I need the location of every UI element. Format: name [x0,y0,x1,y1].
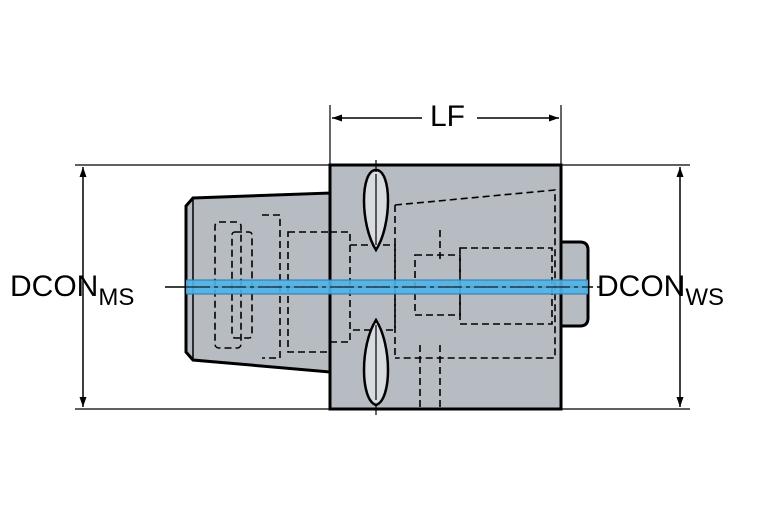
dcon-ms-label: DCONMS [10,270,134,310]
dimension-lines [79,114,684,407]
dcon-ms-main-text: DCON [10,270,99,303]
clamping-slot-top [362,160,390,253]
clamping-slot-bottom [362,317,390,415]
dcon-ws-subscript: WS [685,284,725,311]
extension-lines [75,105,690,410]
dcon-ms-subscript: MS [98,284,135,311]
dcon-ws-label: DCONWS [597,270,724,310]
lf-label: LF [430,100,466,133]
dcon-ws-main-text: DCON [597,270,686,303]
